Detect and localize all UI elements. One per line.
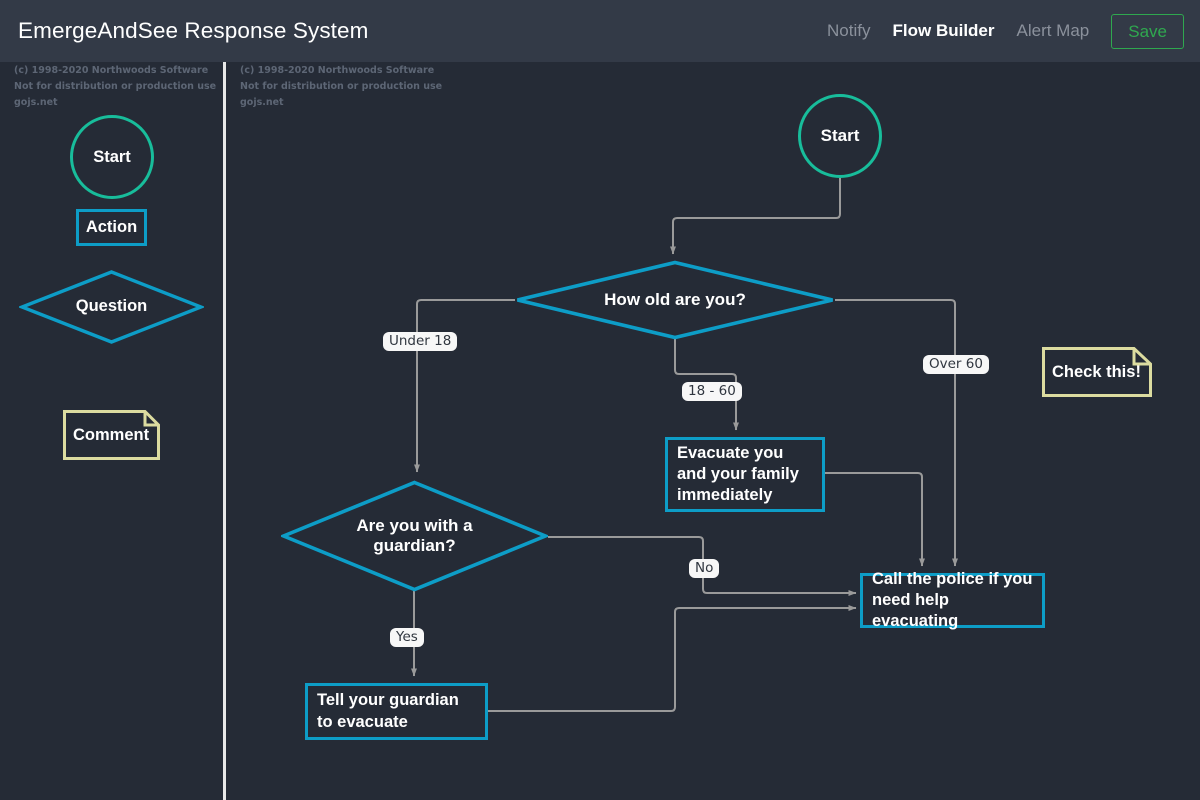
palette-item-start[interactable]: Start: [70, 115, 154, 199]
palette-item-action[interactable]: Action: [76, 209, 147, 246]
flow-node-guardian-question[interactable]: Are you with a guardian?: [281, 480, 548, 592]
palette-watermark-line2: Not for distribution or production use: [14, 81, 217, 92]
flow-node-start[interactable]: Start: [798, 94, 882, 178]
nav-item-alert-map[interactable]: Alert Map: [1016, 21, 1090, 40]
palette-watermark-line1: (c) 1998-2020 Northwoods Software: [14, 65, 209, 76]
diamond-shape-icon: [281, 480, 548, 592]
diamond-shape-icon: [517, 260, 833, 340]
link-label-yes[interactable]: Yes: [390, 628, 424, 647]
flow-node-evacuate-label: Evacuate you and your family immediately: [677, 443, 799, 505]
save-button[interactable]: Save: [1111, 13, 1184, 49]
link-label-no[interactable]: No: [689, 559, 720, 578]
link-age-to-evacuate: [674, 338, 739, 431]
flow-node-tell-guardian-label: Tell your guardian to evacuate: [317, 691, 459, 731]
palette-item-question[interactable]: Question: [19, 269, 204, 345]
link-label-under-18[interactable]: Under 18: [383, 332, 458, 351]
palette-item-action-label: Action: [85, 218, 138, 236]
flow-node-comment[interactable]: Check this!: [1042, 347, 1152, 397]
link-tell-to-police: [488, 605, 857, 712]
flow-node-age-question[interactable]: How old are you?: [515, 260, 835, 340]
link-start-to-age: [670, 178, 841, 255]
note-shape-icon: [63, 410, 160, 460]
flow-node-police-label: Call the police if you need help evacuat…: [872, 569, 1033, 631]
link-age-to-police: [835, 299, 958, 567]
palette-pane[interactable]: (c) 1998-2020 Northwoods Software Not fo…: [0, 62, 223, 800]
link-label-over-60[interactable]: Over 60: [923, 355, 989, 374]
link-evacuate-to-police: [825, 472, 925, 567]
flow-node-guardian-question-label: Are you with a guardian?: [356, 515, 473, 555]
page-title: EmergeAndSee Response System: [18, 18, 369, 43]
canvas-watermark-line3: gojs.net: [240, 97, 284, 108]
palette-item-comment[interactable]: Comment: [63, 410, 160, 460]
flow-links-layer: [411, 178, 958, 712]
palette-item-start-label: Start: [93, 147, 131, 166]
pane-divider[interactable]: [223, 62, 226, 800]
canvas-watermark-line1: (c) 1998-2020 Northwoods Software: [240, 65, 435, 76]
top-nav: Notify Flow Builder Alert Map Save: [827, 13, 1184, 49]
nav-item-flow-builder[interactable]: Flow Builder: [892, 21, 995, 40]
flow-node-comment-label: Check this!: [1052, 362, 1141, 381]
palette-item-question-label: Question: [75, 297, 148, 316]
diamond-shape-icon: [19, 270, 204, 344]
palette-item-comment-label: Comment: [73, 425, 150, 444]
nav-item-notify[interactable]: Notify: [827, 21, 871, 40]
flow-node-evacuate[interactable]: Evacuate you and your family immediately: [665, 437, 825, 512]
canvas-watermark-line2: Not for distribution or production use: [240, 81, 443, 92]
note-shape-icon: [1042, 347, 1152, 397]
link-age-to-guardian: [414, 299, 515, 473]
flow-node-start-label: Start: [820, 126, 860, 145]
app-header: EmergeAndSee Response System Notify Flow…: [0, 0, 1200, 62]
flow-node-tell-guardian[interactable]: Tell your guardian to evacuate: [305, 683, 488, 740]
flow-node-police[interactable]: Call the police if you need help evacuat…: [860, 570, 1045, 630]
palette-watermark-line3: gojs.net: [14, 97, 58, 108]
link-label-18-60[interactable]: 18 - 60: [682, 382, 742, 401]
flow-node-age-question-label: How old are you?: [604, 289, 746, 309]
diagram-canvas[interactable]: (c) 1998-2020 Northwoods Software Not fo…: [226, 62, 1200, 800]
